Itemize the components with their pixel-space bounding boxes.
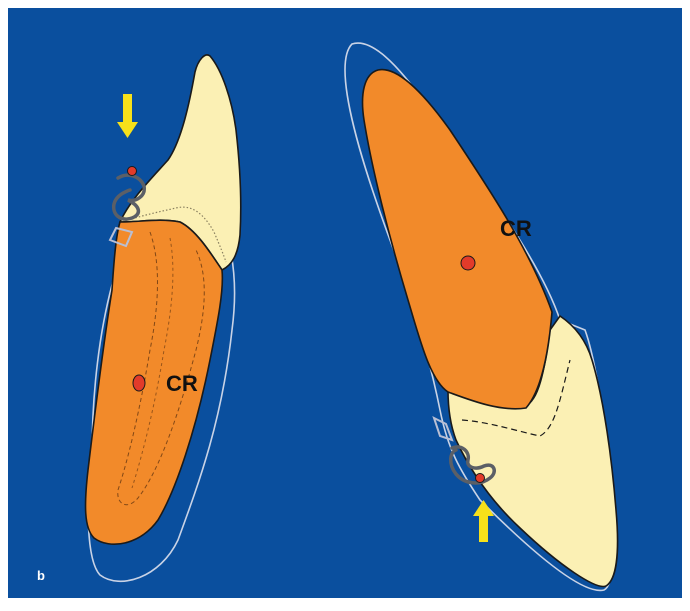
panel-label: b bbox=[37, 568, 45, 583]
left-center-of-resistance-marker bbox=[133, 375, 145, 391]
right-cr-label: CR bbox=[500, 216, 532, 241]
left-arrow-shaft bbox=[123, 94, 132, 124]
right-arrow-shaft bbox=[479, 514, 488, 542]
left-force-point bbox=[128, 167, 137, 176]
left-cr-label: CR bbox=[166, 371, 198, 396]
right-force-point bbox=[476, 474, 485, 483]
right-center-of-resistance-marker bbox=[461, 256, 475, 270]
